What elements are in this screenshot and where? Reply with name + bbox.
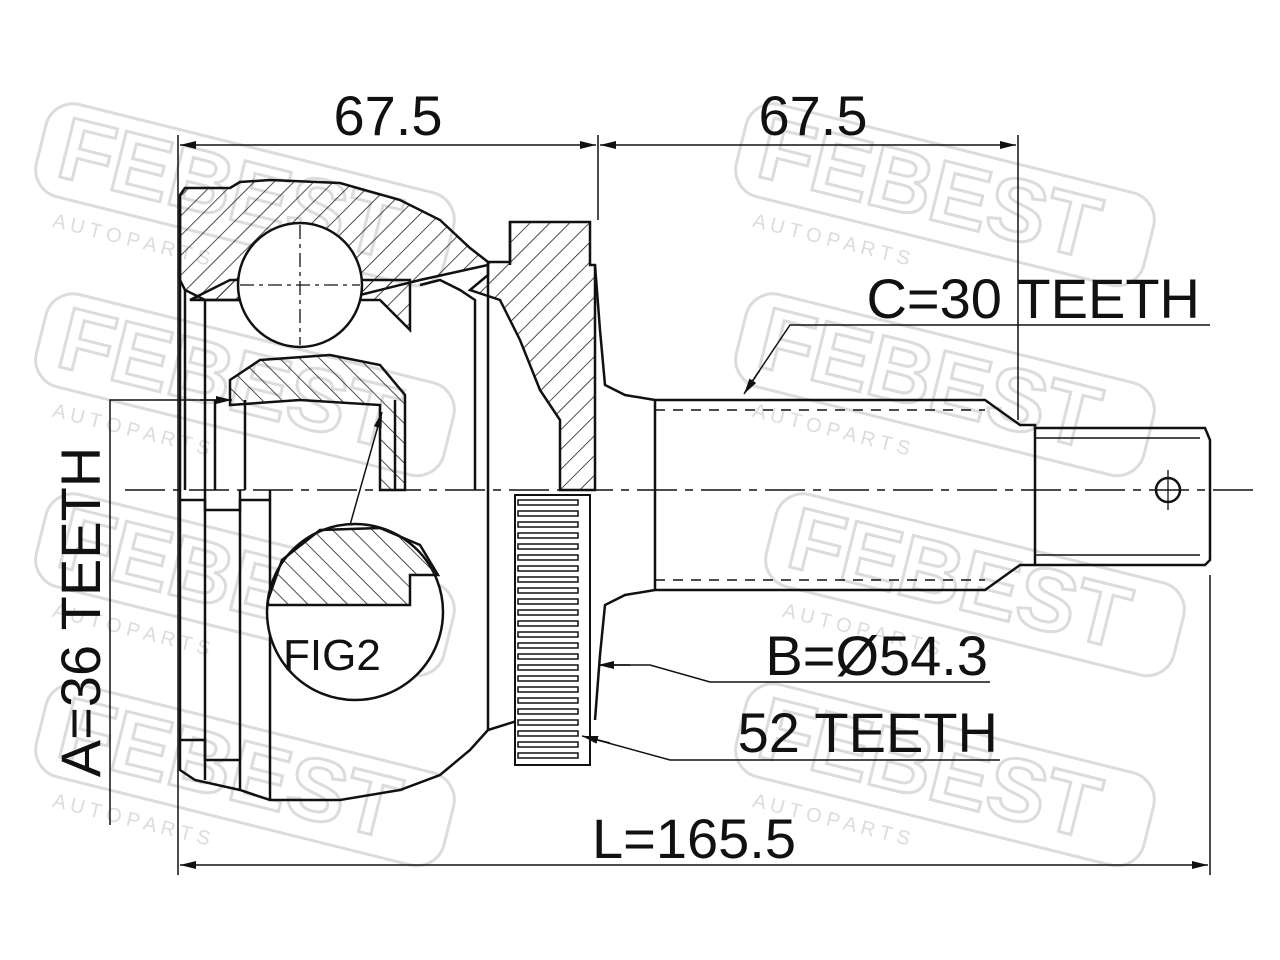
dim-text-spline-c: C=30 TEETH <box>866 267 1200 330</box>
fig2-hatched-profile <box>266 526 441 607</box>
leader-a <box>109 399 230 825</box>
abs-tooth <box>517 653 579 660</box>
housing-groove <box>180 738 240 762</box>
abs-tooth <box>517 631 579 638</box>
housing-outer-profile <box>178 195 521 802</box>
abs-tooth <box>517 499 579 506</box>
dim-text-top-left: 67.5 <box>334 84 443 147</box>
watermark-frame <box>34 492 456 678</box>
watermark-frame <box>734 682 1156 868</box>
leader-abs <box>589 737 1000 761</box>
watermark-frame <box>34 682 456 868</box>
fig2-detail: FIG2 <box>265 411 445 702</box>
abs-tooth <box>517 554 579 561</box>
abs-tooth <box>517 609 579 616</box>
abs-ring-teeth <box>517 499 579 759</box>
abs-tooth <box>517 642 579 649</box>
abs-tooth <box>517 708 579 715</box>
abs-tooth <box>517 587 579 594</box>
leader-c-arrow <box>743 369 761 395</box>
inner-race-edge <box>419 278 477 490</box>
abs-tooth <box>517 730 579 737</box>
dim-text-length: L=165.5 <box>592 807 796 870</box>
inner-race-section <box>228 353 407 492</box>
neck-hatched-section <box>467 220 597 492</box>
neck-section <box>467 220 597 492</box>
watermark-frame <box>34 292 456 478</box>
fig2-label: FIG2 <box>283 631 381 680</box>
dim-text-spline-a: A=36 TEETH <box>49 447 112 777</box>
abs-tooth <box>517 741 579 748</box>
abs-tooth <box>517 510 579 517</box>
fig2-leader <box>349 411 383 526</box>
shaft <box>593 264 1212 721</box>
abs-tooth <box>517 686 579 693</box>
watermark-frame <box>734 292 1156 478</box>
abs-tooth <box>517 752 579 759</box>
dim-text-top-right: 67.5 <box>759 84 868 147</box>
abs-tooth <box>517 598 579 605</box>
abs-tooth <box>517 532 579 539</box>
leader-c <box>744 324 1210 393</box>
shaft-outline <box>593 264 1212 721</box>
abs-tooth <box>517 664 579 671</box>
leader-abs-arrow <box>581 735 611 744</box>
abs-tooth <box>517 719 579 726</box>
abs-tooth <box>517 620 579 627</box>
dimension-group <box>109 135 1211 875</box>
ball <box>236 221 364 349</box>
housing-groove <box>180 498 270 512</box>
abs-ring <box>514 494 591 766</box>
dim-text-abs-teeth: 52 TEETH <box>738 701 998 764</box>
dim-text-diameter-b: B=Ø54.3 <box>765 624 988 687</box>
abs-tooth <box>517 543 579 550</box>
abs-tooth <box>517 697 579 704</box>
abs-tooth <box>517 675 579 682</box>
abs-tooth <box>517 576 579 583</box>
abs-tooth <box>517 521 579 528</box>
abs-tooth <box>517 565 579 572</box>
watermark-frame <box>764 492 1186 678</box>
